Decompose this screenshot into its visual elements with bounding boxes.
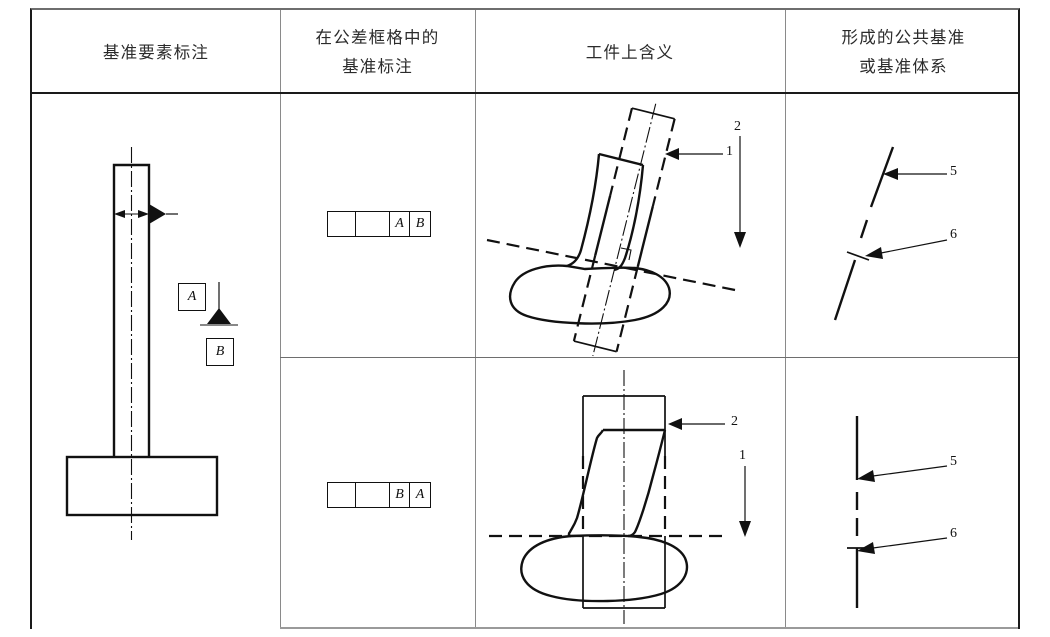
row-2-resulting-datum-drawing — [847, 416, 948, 608]
actual-rib-left-contour — [566, 153, 601, 268]
column-header-resulting-datum: 形成的公共基准 或基准体系 — [785, 18, 1022, 88]
header-line: 基准要素标注 — [102, 42, 210, 62]
t-part-datum-drawing — [65, 147, 238, 540]
row-1-workpiece-drawing — [486, 103, 746, 357]
row-2-workpiece-label-1: 1 — [739, 448, 746, 463]
row-1-resulting-datum-drawing — [833, 146, 948, 321]
tolerance-frame-segment-datum-2: A — [415, 487, 425, 502]
leader-arrow-1 — [665, 148, 679, 160]
datum-reference-table: 基准要素标注 在公差框格中的 基准标注 工件上含义 形成的公共基准 或基准体系 — [30, 8, 1020, 629]
column-divider-1 — [280, 10, 281, 629]
datum-box-b: B — [206, 338, 234, 366]
column-header-datum-feature-annotation: 基准要素标注 — [32, 18, 280, 88]
datum-box-b-label: B — [215, 344, 225, 359]
row-2-resulting-datum-cell: 5 6 — [785, 358, 1022, 627]
resulting-datum-dash-mid — [859, 219, 869, 239]
actual-rib-top-face — [598, 152, 644, 167]
tolerance-frame-segment-value — [356, 212, 390, 236]
leader-arrow-2 — [734, 232, 746, 248]
actual-base-contour — [520, 534, 689, 603]
header-line: 工件上含义 — [585, 42, 675, 62]
tolerance-frame-segment-value — [356, 483, 390, 507]
leader-arrow-5 — [883, 168, 898, 180]
row-1-workpiece-label-2: 2 — [734, 119, 741, 134]
row-1-resulting-datum-cell: 5 6 — [785, 92, 1022, 357]
leader-arrow-6 — [857, 542, 875, 554]
leader-arrow-5 — [857, 470, 875, 482]
row-2-datum-label-5: 5 — [950, 454, 957, 469]
ideal-left-dash-bottom — [572, 255, 597, 342]
resulting-datum-cross-tick — [846, 251, 870, 261]
datum-a-arrow-right — [138, 210, 149, 218]
column-divider-2 — [475, 10, 476, 629]
tolerance-frame-segment-symbol — [328, 212, 356, 236]
datum-plane-line — [486, 238, 736, 292]
actual-base-contour — [508, 264, 671, 325]
row-2-workpiece-cell: 2 1 — [475, 358, 785, 627]
perpendicular-symbol — [620, 247, 632, 261]
header-bottom-rule — [32, 92, 1018, 94]
contact-face-right — [636, 205, 655, 267]
row-1-workpiece-label-1: 1 — [726, 144, 733, 159]
header-line: 或基准体系 — [859, 57, 948, 76]
row-2-datum-label-6: 6 — [950, 526, 957, 541]
actual-rib-left-contour — [567, 429, 605, 538]
column-header-meaning-on-workpiece: 工件上含义 — [475, 18, 785, 88]
ideal-right-dash-top — [651, 118, 676, 207]
tolerance-frame-segment-datum-1: A — [390, 212, 410, 236]
ideal-right-dash-bottom — [615, 266, 639, 352]
leader-arrow-1 — [739, 521, 751, 537]
row-1-datum-label-6: 6 — [950, 227, 957, 242]
row-1-bottom-rule — [280, 357, 1018, 358]
leader-line-6 — [872, 537, 948, 549]
datum-a-arrow-left — [114, 210, 125, 218]
header-line: 形成的公共基准 — [841, 28, 966, 48]
actual-rib-right-contour — [627, 429, 667, 538]
tolerance-frame-row-2: B A — [327, 482, 431, 508]
row-2-tolerance-frame-cell: B A — [280, 358, 475, 627]
row-2-workpiece-label-2: 2 — [731, 414, 738, 429]
header-line: 在公差框格中的 — [315, 28, 440, 48]
row-1-datum-label-5: 5 — [950, 164, 957, 179]
row-2-workpiece-drawing — [489, 370, 751, 624]
row-1-tolerance-frame-cell: A B — [280, 92, 475, 357]
datum-b-triangle — [207, 308, 231, 324]
column-header-tolerance-frame-datum: 在公差框格中的 基准标注 — [280, 18, 475, 88]
tolerance-frame-segment-symbol — [328, 483, 356, 507]
row-2-bottom-rule — [280, 627, 1018, 629]
tolerance-frame-segment-datum-2: B — [415, 216, 425, 231]
leader-arrow-6 — [865, 247, 883, 259]
column-divider-3 — [785, 10, 786, 629]
leader-line-5 — [872, 465, 948, 477]
leader-arrow-2 — [668, 418, 682, 430]
base-block — [65, 455, 219, 517]
datum-a-triangle — [149, 204, 166, 224]
resulting-datum-solid-lower — [833, 259, 857, 321]
row-1-workpiece-cell: 1 2 — [475, 92, 785, 357]
tolerance-frame-row-1: A B — [327, 211, 431, 237]
resulting-datum-solid-upper — [869, 146, 895, 208]
tolerance-frame-segment-datum-1: B — [390, 483, 410, 507]
leader-line-6 — [880, 239, 948, 254]
ideal-axis-centerline — [592, 103, 657, 357]
header-line: 基准标注 — [342, 57, 413, 76]
contact-face-left — [594, 195, 612, 256]
vertical-rib — [112, 163, 151, 457]
ideal-left-dash-top — [609, 107, 634, 196]
datum-box-a-label: A — [187, 289, 197, 304]
datum-box-a: A — [178, 283, 206, 311]
datum-feature-drawing-cell: A B — [32, 92, 280, 627]
